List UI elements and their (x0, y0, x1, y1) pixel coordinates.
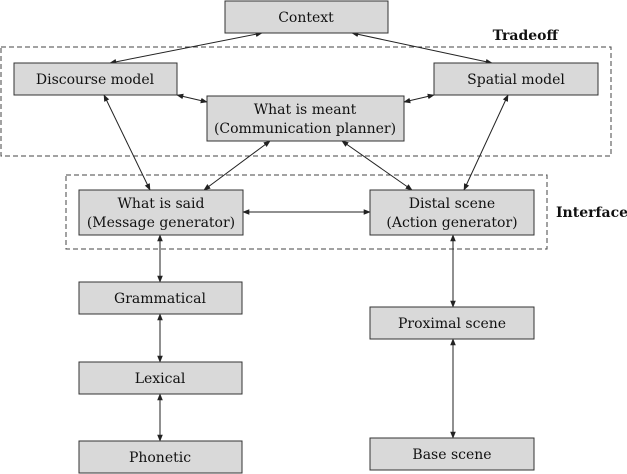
interface-group: Interface (65, 174, 627, 250)
tradeoff-group-border (0, 46, 612, 157)
edge-discourse-meant (176, 93, 208, 104)
node-proximal-scene: Proximal scene (369, 306, 535, 340)
node-spatial-model-label: Spatial model (467, 72, 565, 88)
edge-meant-spatial (403, 93, 435, 104)
edge-context-spatial (351, 31, 493, 65)
interface-group-border (65, 174, 548, 250)
node-what-is-said-sublabel: (Message generator) (87, 215, 235, 231)
node-what-is-said-label: What is said (118, 196, 205, 212)
node-distal-scene-sublabel: (Action generator) (386, 215, 517, 231)
node-grammatical: Grammatical (78, 281, 243, 315)
node-proximal-scene-label: Proximal scene (398, 316, 506, 332)
node-context-box (224, 0, 389, 34)
tradeoff-group: Tradeoff (0, 28, 612, 157)
node-what-is-meant-sublabel: (Communication planner) (214, 121, 396, 137)
node-phonetic-box (78, 440, 243, 474)
node-lexical: Lexical (78, 361, 243, 395)
node-discourse-model-label: Discourse model (36, 72, 155, 88)
node-what-is-meant-label: What is meant (254, 102, 357, 118)
node-proximal-scene-box (369, 306, 535, 340)
node-context: Context (224, 0, 389, 34)
node-spatial-model: Spatial model (433, 62, 599, 96)
node-grammatical-label: Grammatical (114, 291, 206, 307)
node-base-scene-box (369, 437, 535, 471)
edge-spatial-distal (463, 94, 509, 191)
node-distal-scene-box (369, 189, 535, 236)
node-discourse-model-box (13, 62, 178, 96)
edge-discourse-said (103, 94, 151, 191)
node-what-is-meant: What is meant (Communication planner) (206, 95, 405, 142)
node-phonetic-label: Phonetic (129, 450, 191, 466)
edge-context-discourse (109, 31, 263, 65)
node-spatial-model-box (433, 62, 599, 96)
edge-meant-distal (341, 140, 413, 191)
edge-meant-said (203, 140, 271, 191)
tradeoff-label: Tradeoff (493, 28, 560, 44)
node-discourse-model: Discourse model (13, 62, 178, 96)
node-distal-scene: Distal scene (Action generator) (369, 189, 535, 236)
node-base-scene-label: Base scene (412, 447, 491, 463)
node-lexical-label: Lexical (135, 371, 186, 387)
node-base-scene: Base scene (369, 437, 535, 471)
node-grammatical-box (78, 281, 243, 315)
node-what-is-said: What is said (Message generator) (78, 189, 244, 236)
node-phonetic: Phonetic (78, 440, 243, 474)
node-what-is-meant-box (206, 95, 405, 142)
node-context-label: Context (278, 10, 334, 26)
edges-layer (103, 31, 509, 442)
node-distal-scene-label: Distal scene (409, 196, 495, 212)
interface-label: Interface (556, 205, 627, 221)
node-lexical-box (78, 361, 243, 395)
node-what-is-said-box (78, 189, 244, 236)
